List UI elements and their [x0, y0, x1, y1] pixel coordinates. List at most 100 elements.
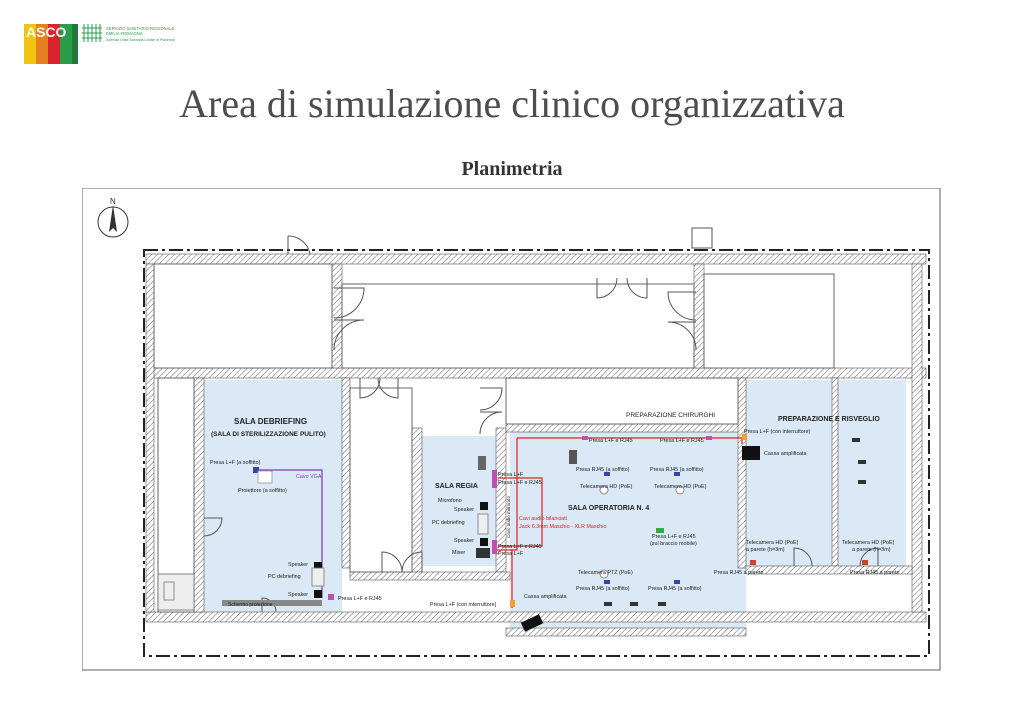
bed-icon: [858, 480, 866, 484]
speaker-icon: [314, 562, 322, 570]
label-cassa-1: Cassa amplificata: [524, 594, 567, 600]
label-reg-speaker-1: Speaker: [454, 507, 474, 513]
org-line2: EMILIA-ROMAGNA: [106, 31, 143, 36]
asco-logo: ASCO SERVIZIO SANITARIO REGIONALE EMILIA…: [24, 24, 175, 64]
label-presa-interruttore-2: Presa L+F (con interruttore): [744, 429, 811, 435]
socket-icon: [492, 540, 497, 554]
bed-icon: [658, 602, 666, 606]
ptz-camera-icon: [599, 569, 609, 579]
projector-icon: [257, 470, 273, 484]
wall-camera-icon: [750, 560, 756, 565]
label-op-rj45-soff-3: Presa RJ45 (a soffitto): [576, 586, 630, 592]
room-label-operatoria: SALA OPERATORIA N. 4: [568, 505, 649, 512]
room-label-prep-chirurghi: PREPARAZIONE CHIRURGHI: [626, 412, 715, 419]
bed-icon: [604, 602, 612, 606]
room-risveglio: [744, 380, 906, 566]
camera-icon: [569, 450, 577, 464]
socket-icon: [253, 467, 259, 473]
floor-plan: N: [82, 188, 941, 671]
label-jack: Jack 6.3mm Maschio - XLR Maschio: [519, 524, 606, 530]
doors: [203, 227, 879, 613]
socket-icon: [706, 436, 712, 440]
label-op-rj45-soff-4: Presa RJ45 (a soffitto): [648, 586, 702, 592]
label-cavi-bilanciati: Cavi audio bilanciati: [519, 516, 567, 522]
amplified-speaker-icon: [520, 614, 544, 632]
room-label-debriefing-sub: (SALA DI STERILIZZAZIONE PULITO): [211, 431, 326, 438]
label-deb-presa-soffitto: Presa L+F (a soffitto): [210, 460, 261, 466]
label-tele-parete-1a: Telecamera HD (PoE): [746, 540, 799, 546]
label-reg-presa-lf: Presa L+F: [498, 472, 524, 478]
label-op-presa-top1: Presa L+F e RJ45: [589, 438, 633, 444]
label-reg-speaker-2: Speaker: [454, 538, 474, 544]
label-reg-presa-lf-2: Presa L+F: [498, 551, 524, 557]
socket-icon: [674, 472, 680, 476]
bed-icon: [630, 602, 638, 606]
socket-icon: [492, 470, 497, 488]
arm-socket-icon: [656, 528, 664, 533]
label-rj45-parete-1: Presa RJ45 a parete: [714, 570, 763, 576]
socket-icon: [674, 580, 680, 584]
label-deb-speaker-1: Speaker: [288, 562, 308, 568]
label-braccio-1: Presa L+F e RJ45: [652, 534, 696, 540]
camera-icon: [599, 485, 609, 495]
socket-icon: [328, 594, 334, 600]
label-rj45-parete-2: Presa RJ45 a parete: [850, 570, 899, 576]
label-tele-parete-2a: Telecamera HD (PoE): [842, 540, 895, 546]
label-presa-interruttore-1: Presa L+F (con interruttore): [430, 602, 497, 608]
label-deb-pc: PC debriefing: [268, 574, 301, 580]
label-tele-parete-1b: a parete (h=3m): [746, 547, 785, 553]
utility-room: [157, 573, 195, 611]
label-cavo-mirrorato: Cavo audio mirrorato: [506, 495, 511, 538]
screen-icon: [222, 600, 322, 606]
north-label: N: [110, 197, 116, 206]
label-tele-hd-1: Telecamera HD (PoE): [580, 484, 633, 490]
bed-icon: [852, 438, 860, 442]
label-op-rj45-soff-1: Presa RJ45 (a soffitto): [576, 467, 630, 473]
wall-camera-icon: [862, 560, 868, 565]
speaker-icon: [314, 590, 322, 598]
label-deb-speaker-2: Speaker: [288, 592, 308, 598]
upper-rooms: [153, 263, 835, 613]
pc-icon: [311, 567, 325, 587]
pc-icon: [477, 513, 489, 535]
label-reg-presa-lf-rj45: Presa L+F e RJ45: [498, 480, 542, 486]
room-label-debriefing: SALA DEBRIEFING: [234, 417, 307, 426]
speaker-icon: [480, 538, 488, 546]
label-proiettore: Proiettore (a soffitto): [238, 488, 287, 494]
room-operatoria: [510, 432, 746, 628]
label-mixer: Mixer: [452, 550, 465, 556]
socket-icon: [510, 600, 515, 607]
socket-icon: [742, 434, 747, 440]
page-subtitle: Planimetria: [461, 158, 563, 180]
page-title: Area di simulazione clinico organizzativ…: [179, 81, 845, 126]
room-label-prep-risveglio: PREPARAZIONE E RISVEGLIO: [778, 416, 880, 423]
label-braccio-2: (sul braccio mobile): [650, 541, 697, 547]
label-microfono: Microfono: [438, 498, 462, 504]
north-arrow-icon: N: [97, 197, 129, 238]
room-label-regia: SALA REGIA: [435, 483, 478, 490]
socket-icon: [582, 436, 588, 440]
socket-icon: [604, 580, 610, 584]
cables: [258, 437, 743, 608]
label-reg-pc: PC debriefing: [432, 520, 465, 526]
boundary-line: [143, 249, 930, 657]
socket-icon: [604, 472, 610, 476]
amplified-speaker-icon: [742, 446, 760, 460]
bed-icon: [858, 460, 866, 464]
logo-text: ASCO: [26, 24, 67, 40]
label-tele-hd-2: Telecamera HD (PoE): [654, 484, 707, 490]
org-line3: Azienda Unità Sanitaria Locale di Piacen…: [106, 38, 175, 42]
label-schermo: Schermo proiezione: [228, 602, 273, 608]
label-cassa-2: Cassa amplificata: [764, 451, 807, 457]
label-op-presa-top2: Presa L+F e RJ45: [660, 438, 704, 444]
label-deb-presa-rj45: Presa L+F e RJ45: [338, 596, 382, 602]
camera-icon: [675, 485, 685, 495]
devices: [222, 434, 868, 632]
label-cavo-vga: Cavo VGA: [296, 474, 322, 480]
label-reg-presa-rj45-2: Presa L+F e RJ45: [498, 544, 542, 550]
speaker-icon: [480, 502, 488, 510]
label-tele-parete-2b: a parete (h=3m): [852, 547, 891, 553]
mic-stand-icon: [478, 456, 486, 470]
org-line1: SERVIZIO SANITARIO REGIONALE: [106, 26, 175, 31]
mixer-icon: [476, 548, 490, 558]
